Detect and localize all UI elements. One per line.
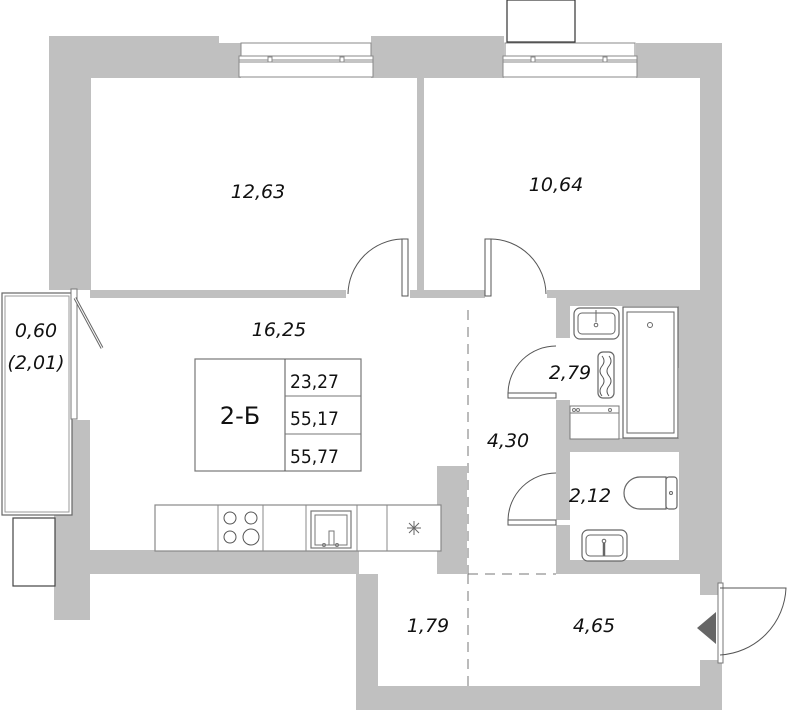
door-entrance[interactable] [697,582,787,664]
wall-toilet-left [556,525,570,560]
wall-kitchen-bottom [54,550,359,574]
bath-sink-icon [573,307,620,340]
wall-bath-right [678,298,700,368]
ac-unit [506,0,576,43]
fridge-icon [407,521,421,535]
window-bedroom-1 [238,42,374,78]
room-area-balcony: 0,60 [15,320,57,342]
room-area-hallway: 4,30 [487,430,529,452]
wall-top-left-jog [219,43,241,78]
wall-right-thick [679,368,700,573]
bathroom-fixtures [569,306,679,440]
wall-bath-toilet [570,438,680,452]
wall-bath-left-top [556,298,570,338]
room-area-bathroom: 2,79 [549,362,591,384]
apartment-summary-table: 2-Б 23,27 55,17 55,77 [194,358,362,472]
wall-left-upper [49,36,91,290]
room-area-balcony-full: (2,01) [7,352,64,374]
room-area-entrance-hall: 4,65 [573,615,615,637]
toilet-fixtures [581,476,678,562]
wall-bedroom2-bottom [547,290,722,298]
total-area-balcony-value: 55,77 [290,446,339,468]
room-area-storage: 1,79 [407,615,449,637]
wall-bedroom1-bottom [90,290,346,298]
toilet-sink-icon [581,529,628,562]
room-area-kitchen-living: 16,25 [252,319,306,341]
kitchen-sink-icon [310,510,352,549]
total-area-value: 55,17 [290,408,339,430]
balcony [1,288,104,587]
wall-hall-kitchen [437,466,467,574]
window-bedroom-2 [502,42,638,78]
towel-warmer-icon [597,351,615,399]
washing-machine-icon [569,405,620,440]
wall-toilet-bottom [556,560,722,574]
room-area-bedroom-1: 12,63 [231,181,285,203]
room-area-toilet: 2,12 [569,485,611,507]
wall-top-middle-left [371,36,454,78]
room-area-bedroom-2: 10,64 [529,174,583,196]
door-bedroom-2[interactable] [484,238,547,297]
wall-entrance-bottom [356,686,722,710]
living-area-value: 23,27 [290,371,339,393]
wall-entrance-right-top [700,573,722,595]
entrance-arrow-icon [697,612,716,644]
wall-top-middle [454,36,504,78]
toilet-icon [623,476,678,510]
door-bathroom[interactable] [507,345,557,399]
wall-bedroom-mid-bottom [410,290,485,298]
kitchen-counter [154,504,442,552]
walls [49,36,722,710]
bathtub-icon [622,306,679,439]
door-bedroom-1[interactable] [347,238,409,297]
wall-storage-left [356,574,378,710]
wall-bedroom-partition [417,78,424,296]
wall-bath-top [570,298,680,306]
wall-bath-left-mid [556,400,570,520]
apartment-code: 2-Б [220,402,260,430]
wall-right-outer [700,43,722,573]
door-toilet[interactable] [507,472,557,526]
stove-icon [223,511,260,546]
wall-entrance-right-bottom [700,660,722,710]
